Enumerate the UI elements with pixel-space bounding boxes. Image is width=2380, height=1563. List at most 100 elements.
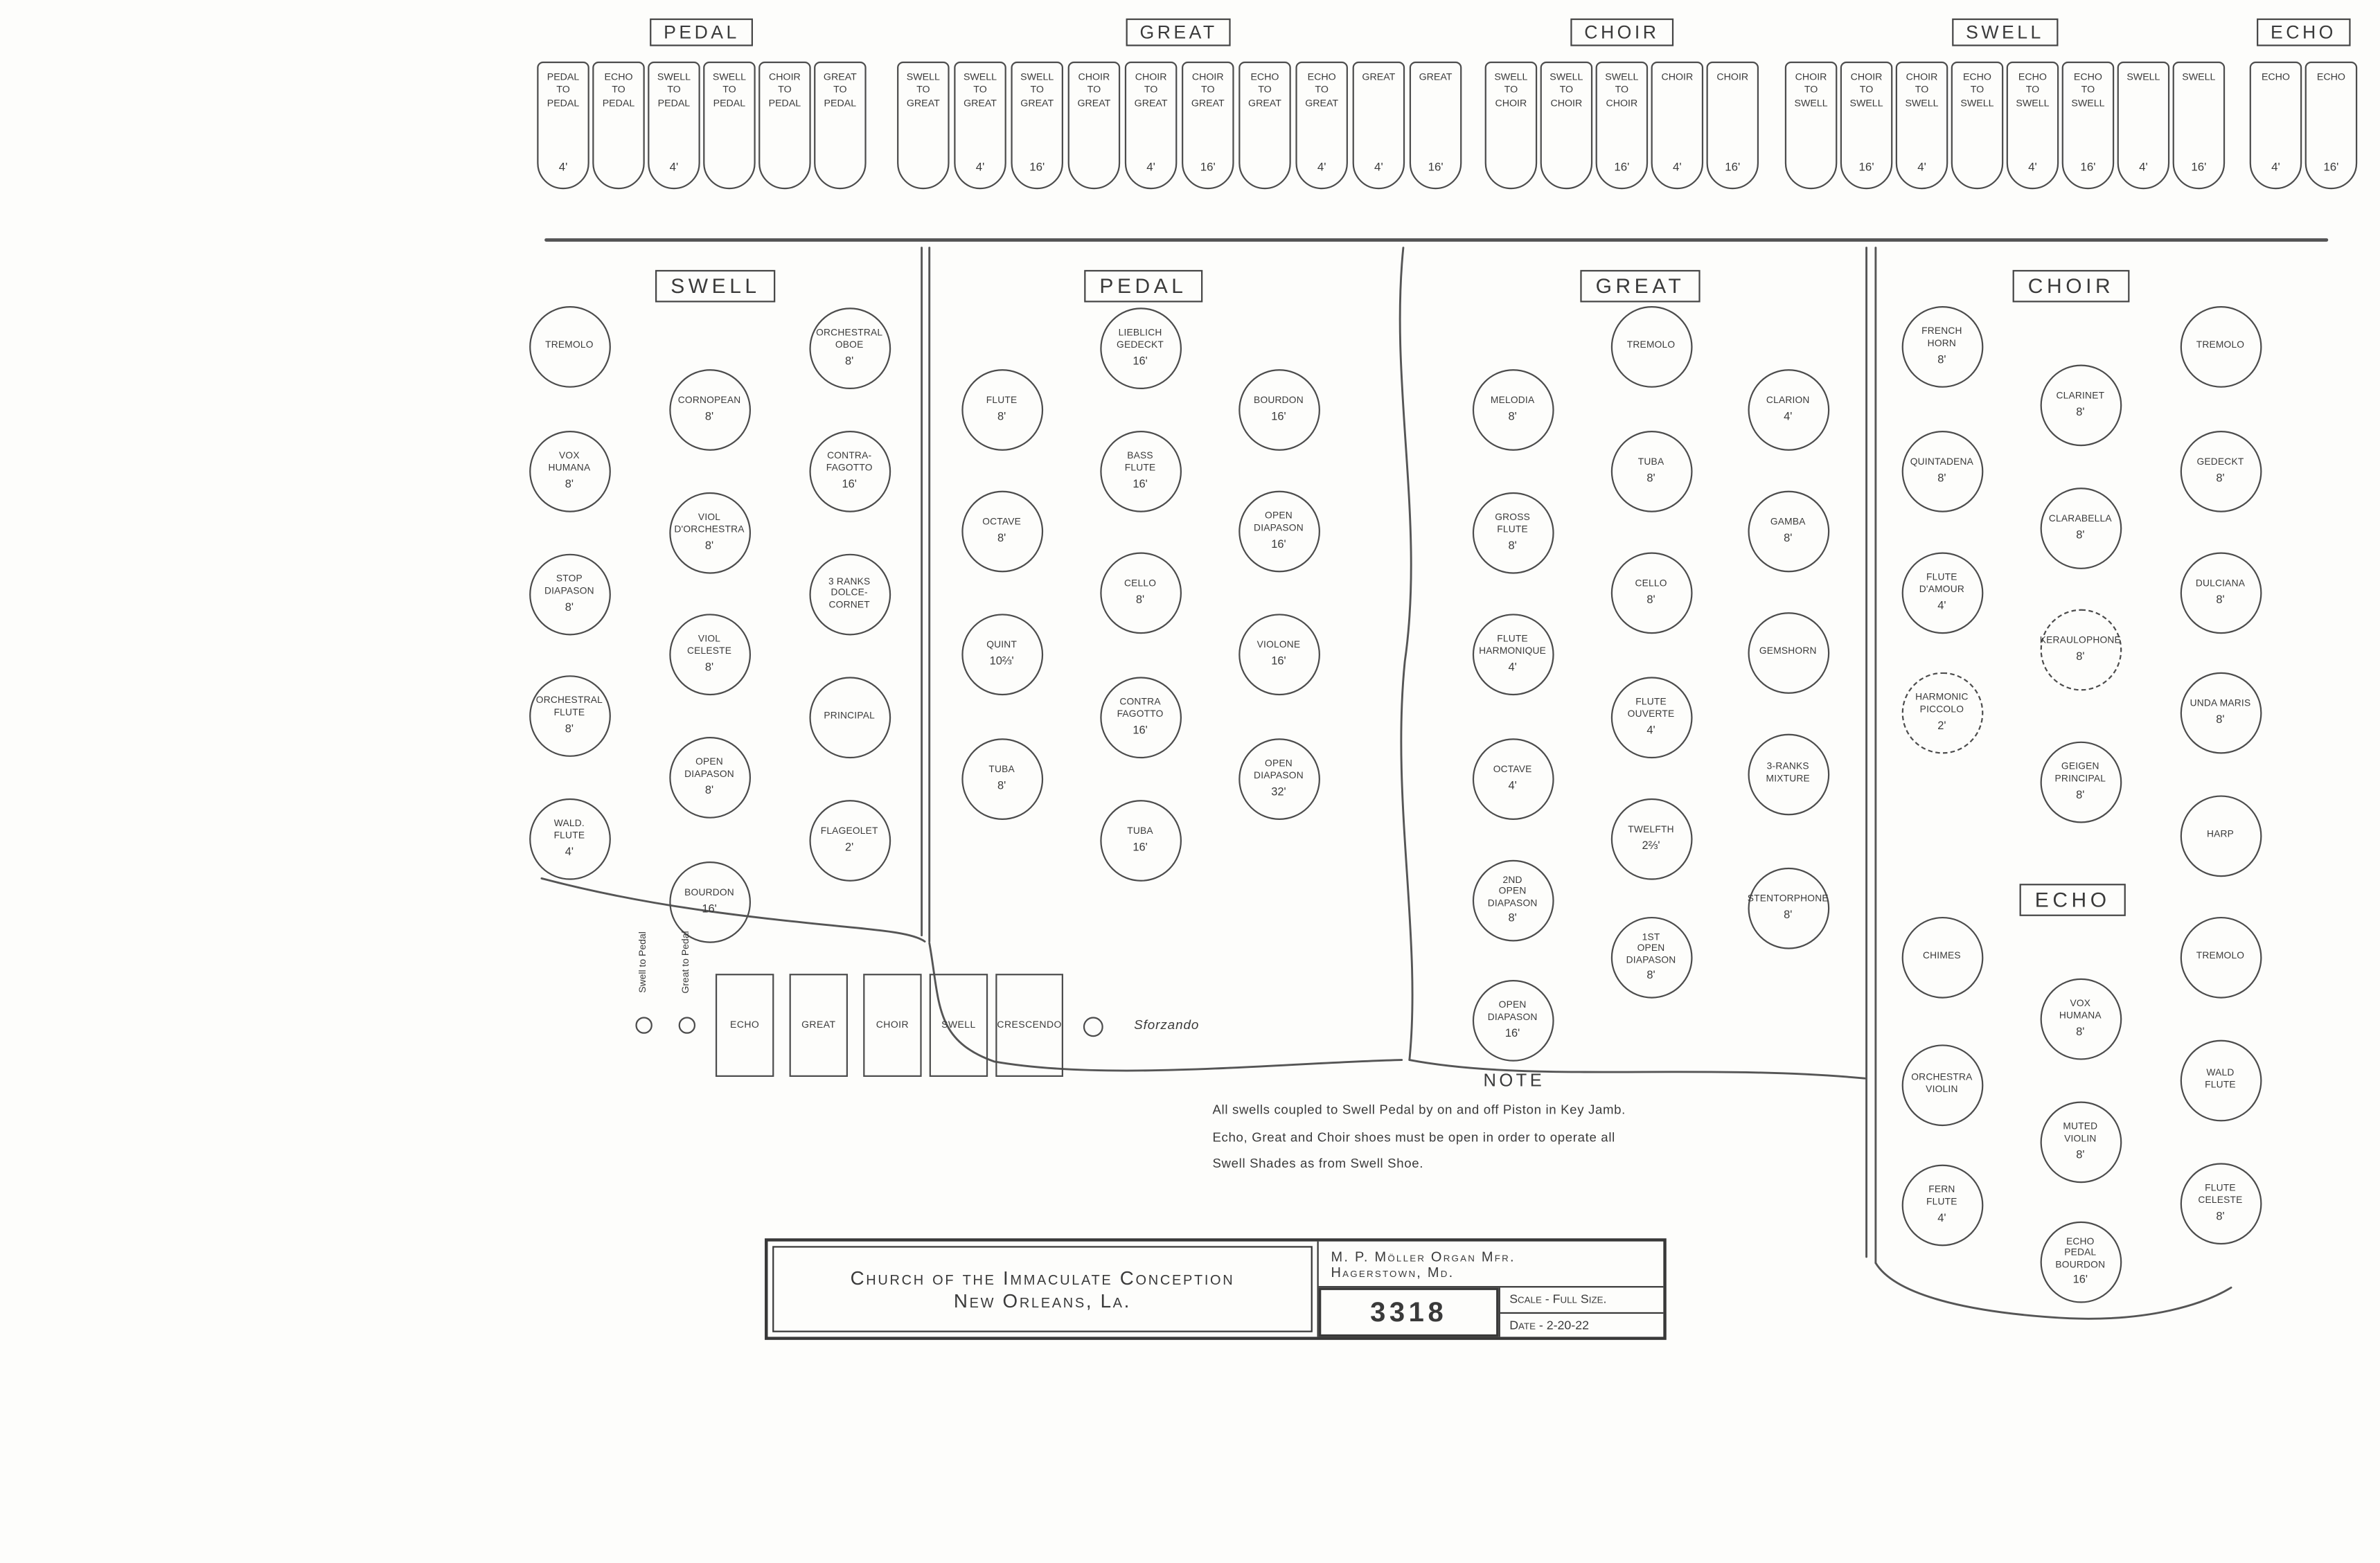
coupler-tablet-pitch: 4' (2139, 160, 2148, 175)
stop-pitch: 8' (997, 778, 1006, 792)
stop-label-line: DULCIANA (2195, 578, 2246, 590)
stop-label-line: D'ORCHESTRA (674, 524, 745, 536)
coupler-tablet-line: TO (1559, 84, 1574, 96)
division-header-pedal: PEDAL (1084, 269, 1202, 303)
scale-date-cells: Scale - Full Size. Date - 2-20-22 (1500, 1287, 1664, 1337)
stop-knob: PRINCIPAL (808, 676, 891, 758)
stop-knob: CHIMES (1901, 916, 1983, 998)
stop-label-line: DIAPASON (544, 586, 594, 597)
coupler-tablet-label: ECHO (2317, 72, 2345, 85)
coupler-tablet-line: GREAT (1305, 98, 1339, 109)
stop-label-line: OCTAVE (1493, 765, 1532, 776)
stop-label-line: GROSS (1495, 512, 1531, 524)
stop-pitch: 4' (1508, 659, 1517, 674)
expression-shoe-swell: SWELL (929, 974, 988, 1077)
coupler-tablet-line: ECHO (2018, 72, 2047, 83)
stop-pitch: 16' (1133, 352, 1148, 367)
stop-label-line: FLUTE (1497, 634, 1528, 645)
coupler-tablet-line: TO (973, 84, 987, 96)
stop-label-line: ORCHESTRA (1911, 1073, 1973, 1084)
coupler-tablet-pitch: 16' (1428, 160, 1444, 175)
coupler-tablet-line: TO (916, 84, 930, 96)
coupler-tablet-pitch: 16' (2323, 160, 2339, 175)
stop-label: HARP (2207, 830, 2234, 841)
stop-label-line: WALD (2206, 1068, 2235, 1080)
maker-city: Hagerstown, Md. (1331, 1263, 1455, 1280)
stop-label-line: OPEN (695, 757, 723, 769)
coupler-tablet-line: TO (1804, 84, 1818, 96)
stop-pitch: 4' (1937, 1210, 1946, 1224)
indicator-label: Swell to Pedal (637, 931, 649, 993)
stop-label-line: WALD. (553, 819, 585, 830)
coupler-tablet-line: ECHO (2316, 72, 2345, 83)
stop-label-line: STOP (556, 574, 583, 586)
stop-label-line: PICCOLO (1919, 704, 1964, 715)
stop-label-line: FAGOTTO (1117, 709, 1164, 720)
coupler-tablet-line: GREAT (1020, 98, 1054, 109)
coupler-tablet-label: CHOIR (1716, 72, 1748, 85)
division-header-swell: SWELL (655, 269, 776, 303)
coupler-tablet-label: SWELL (2182, 72, 2215, 85)
stop-label-line: TWELFTH (1628, 825, 1674, 836)
stop-pitch: 8' (565, 599, 574, 614)
coupler-tablet-line: SWELL (1905, 98, 1939, 109)
coupler-tablet-pitch: 4' (975, 160, 985, 175)
coupler-tablet-line: ECHO (604, 72, 633, 83)
stop-label-line: DIAPASON (1254, 770, 1304, 782)
coupler-tablet-line: PEDAL (547, 98, 580, 109)
stop-pitch: 16' (1504, 1025, 1520, 1039)
stop-pitch: 8' (704, 537, 714, 552)
stop-pitch: 8' (1135, 591, 1145, 606)
coupler-tablet-line: SWELL (1794, 98, 1828, 109)
stop-label-line: 3-RANKS (1766, 762, 1809, 774)
stop-pitch: 8' (2216, 1208, 2225, 1223)
stop-label-line: TUBA (1127, 826, 1153, 837)
coupler-tablet-line: ECHO (2261, 72, 2290, 83)
stop-label-line: FAGOTTO (826, 463, 873, 474)
stop-label-line: FLUTE (553, 830, 585, 842)
stop-label-line: D'AMOUR (1919, 584, 1965, 596)
indicator-light (677, 1016, 695, 1033)
stop-label-line: ORCHESTRAL (535, 696, 603, 707)
stop-label: CHIMES (1923, 951, 1961, 963)
stop-pitch: 16' (1133, 722, 1148, 737)
coupler-group-header: CHOIR (1570, 18, 1673, 46)
stop-label-line: FLUTE (1635, 697, 1667, 708)
